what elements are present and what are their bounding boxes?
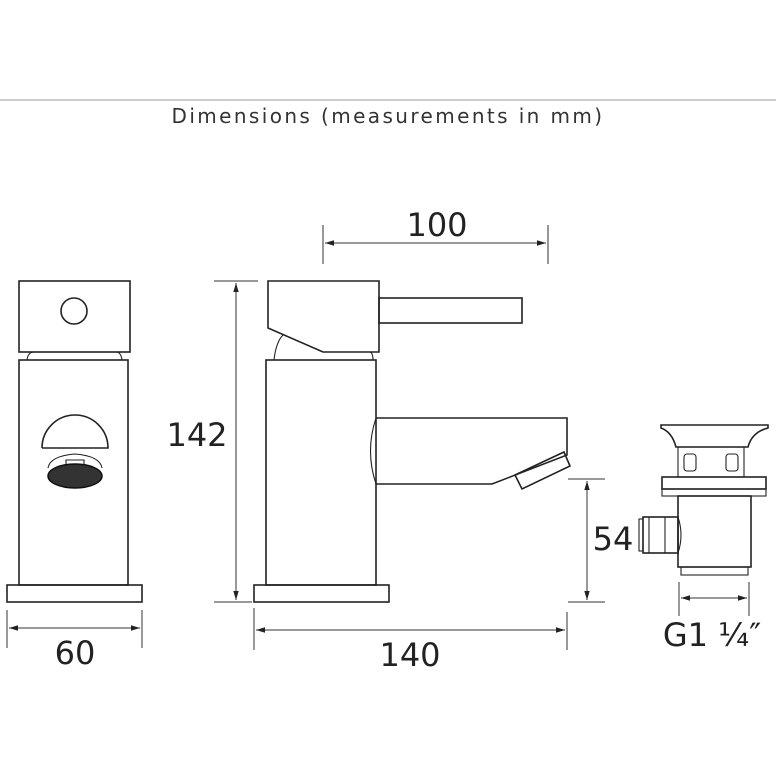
aerator — [47, 463, 103, 489]
spout-side — [376, 417, 568, 485]
waste-body — [677, 495, 752, 568]
tap-base — [6, 584, 143, 603]
handle-head — [18, 280, 131, 353]
aerator-side — [513, 450, 572, 491]
handle-indicator-icon — [60, 297, 88, 325]
handle-head-side — [267, 280, 380, 353]
svg-text:54: 54 — [593, 520, 634, 558]
neck-side — [273, 334, 374, 361]
neck — [26, 351, 123, 361]
svg-text:G1 ¼″: G1 ¼″ — [663, 616, 761, 654]
dimension-depth: 140 — [253, 608, 568, 674]
dimension-spout-height: 54 — [568, 478, 634, 603]
svg-text:140: 140 — [379, 636, 440, 674]
svg-text:100: 100 — [406, 206, 467, 244]
svg-text:60: 60 — [55, 634, 96, 672]
spout-neck — [47, 453, 103, 469]
dimension-waste-thread: G1 ¼″ — [663, 582, 761, 654]
svg-text:142: 142 — [166, 416, 227, 454]
drawing-title: Dimensions (measurements in mm) — [172, 104, 605, 128]
tap-base-side — [253, 584, 390, 603]
front-view — [6, 280, 143, 603]
dimension-lever-span: 100 — [322, 206, 549, 264]
spout-front — [41, 414, 109, 449]
tap-body-side — [265, 359, 377, 586]
lever — [378, 297, 523, 324]
waste-fitting — [638, 424, 769, 576]
waste-flange — [660, 424, 769, 448]
waste-outlet — [642, 516, 679, 554]
dimension-base-width: 60 — [6, 610, 143, 672]
dimension-height: 142 — [166, 280, 258, 603]
side-view — [253, 280, 572, 603]
